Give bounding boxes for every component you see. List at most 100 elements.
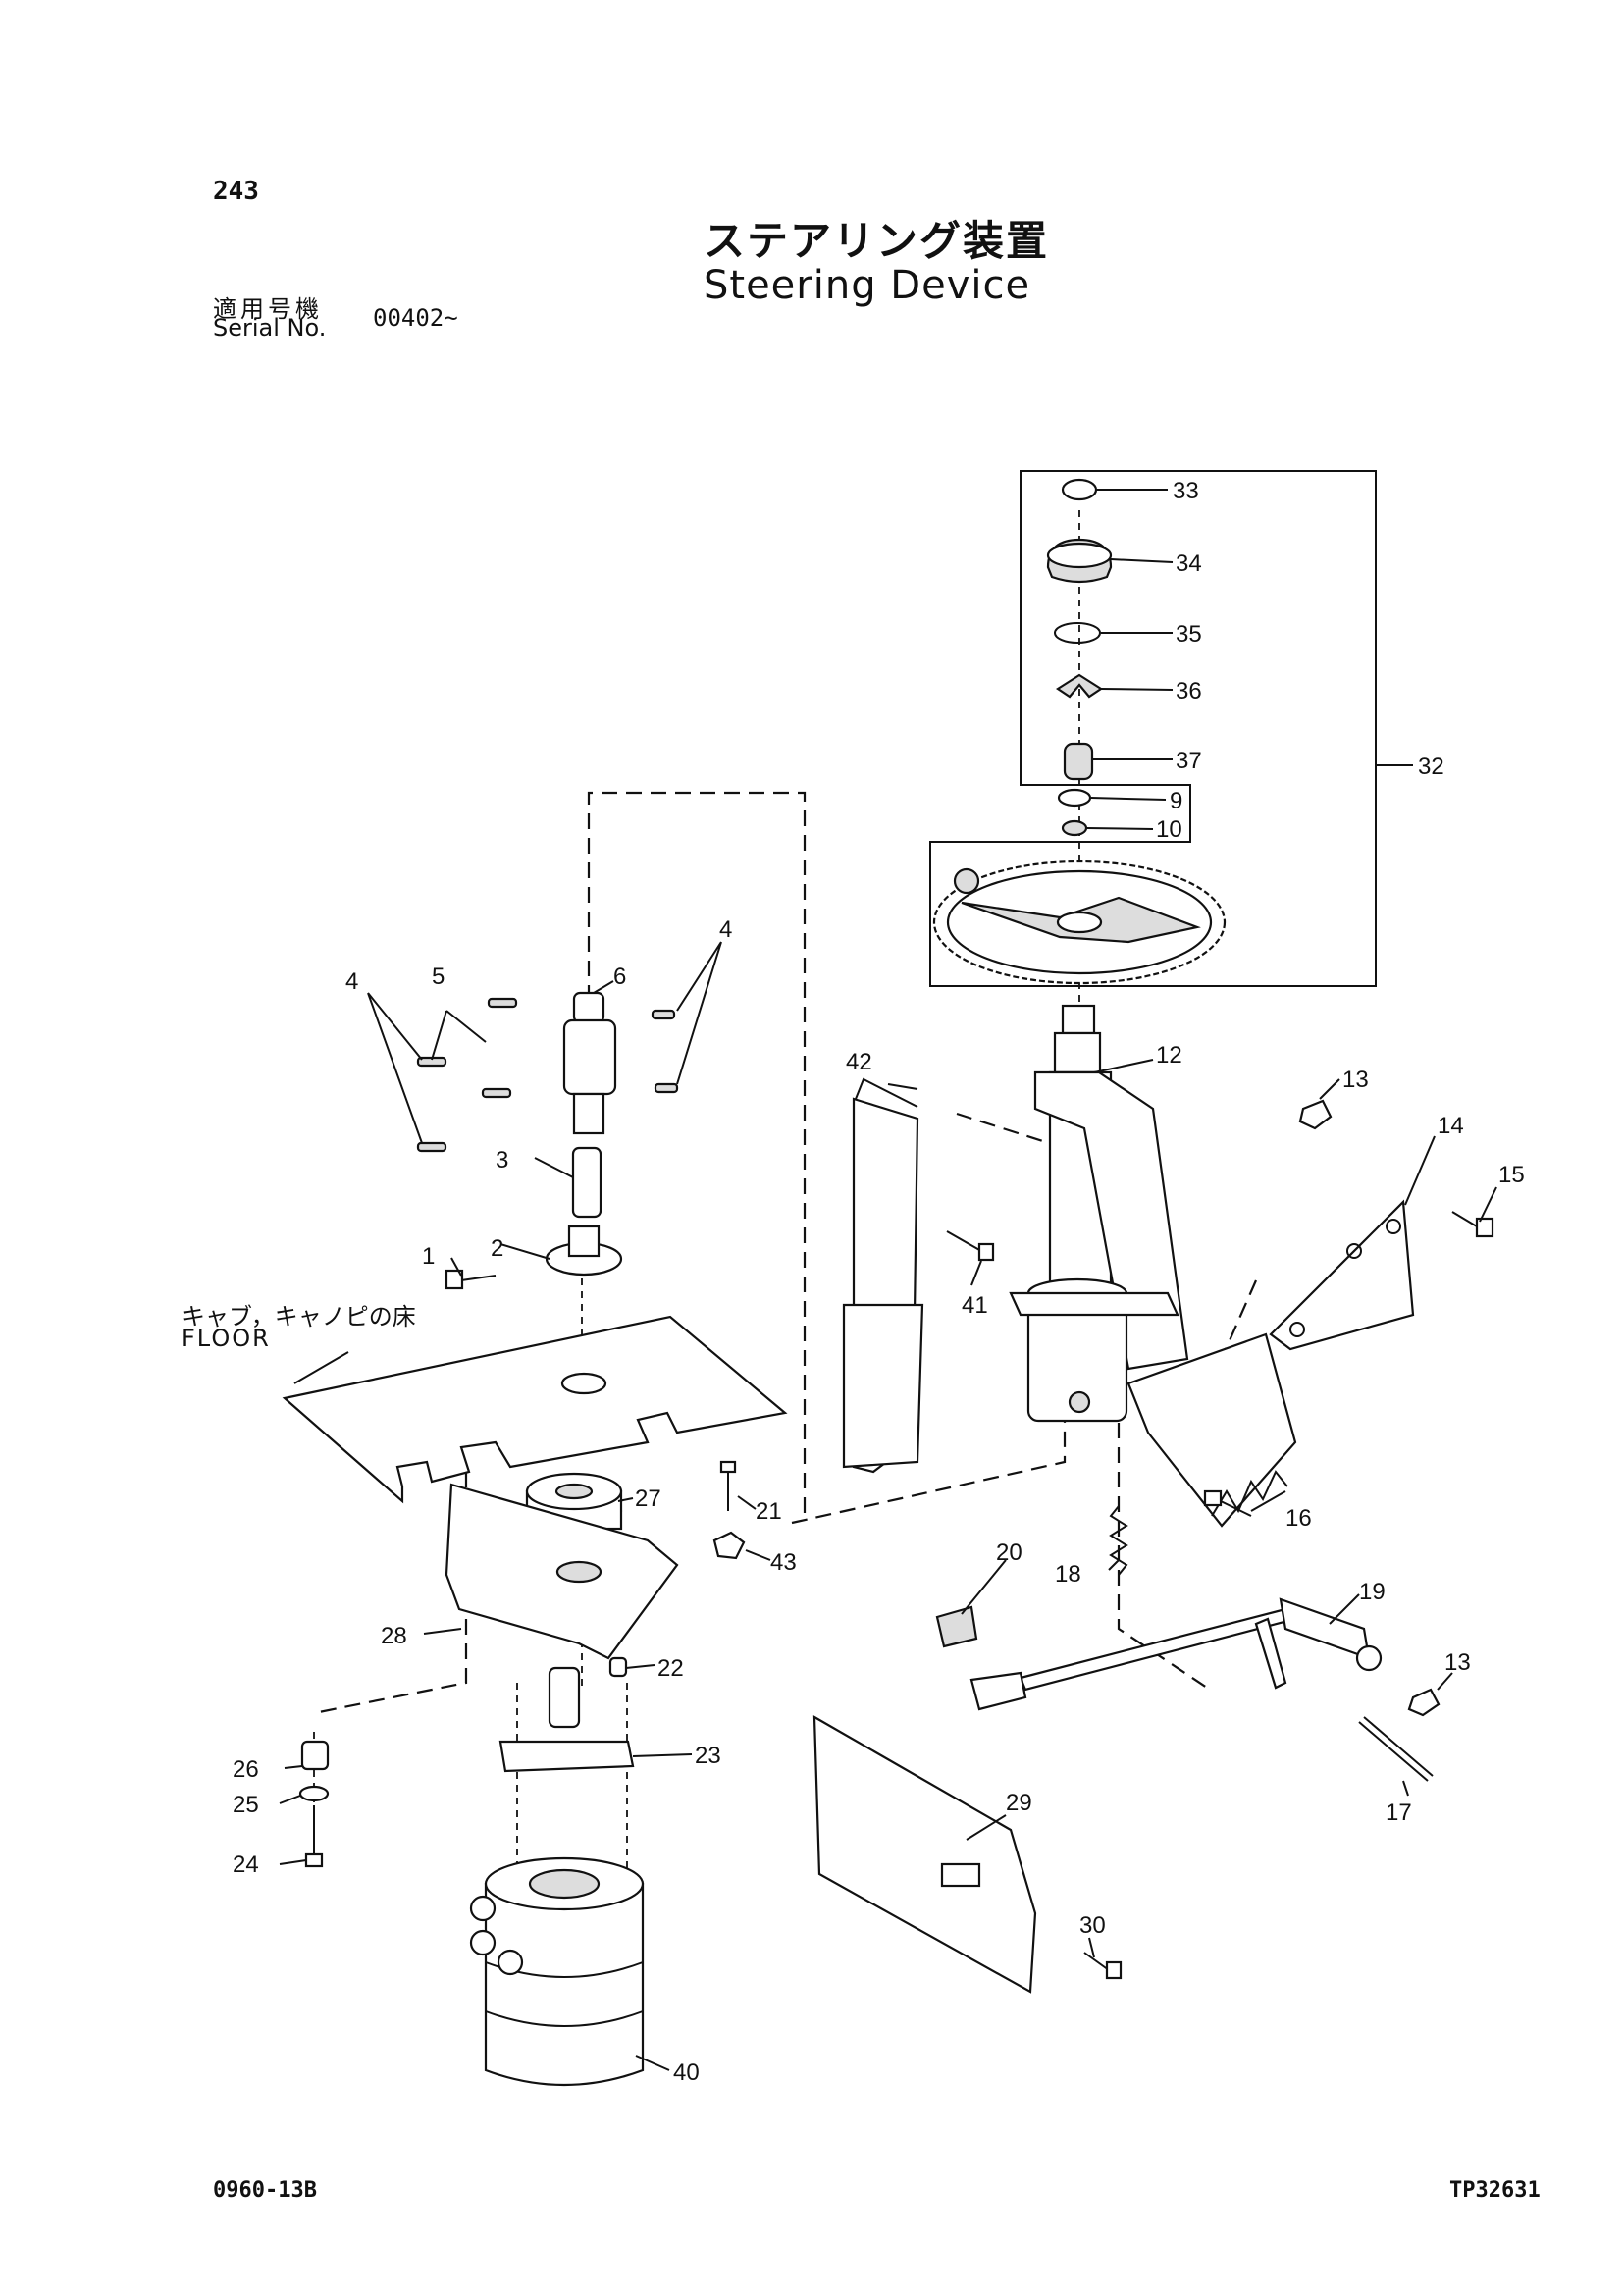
callout-25: 30 [1079,1912,1106,1939]
callout-9: 9 [1170,788,1182,814]
steering-column [1009,1004,1189,1423]
mount-guide-dashed [318,1472,468,1714]
title-english: Steering Device [704,263,1031,308]
callout-19: 19 [1359,1579,1386,1605]
callout-24: 29 [1006,1790,1032,1816]
callout-16: 16 [1285,1505,1312,1532]
bushing-part [1063,742,1094,781]
plate-hole [1289,1322,1305,1337]
callout-23: 23 [695,1743,721,1769]
console-guide-dashed [791,1411,1067,1525]
floor-plate [282,1315,788,1504]
console-cover [842,1077,924,1474]
callout-labels: 33 34 35 36 37 9 10 32 12 6 5 4 4 3 2 1 … [233,478,1525,2086]
callout-14: 14 [1438,1113,1464,1139]
callout-18: 18 [1055,1561,1081,1588]
serial-label-english: Serial No. [213,314,327,341]
callout-29: 27 [635,1486,661,1512]
callout-30: 28 [381,1623,407,1649]
floor-hole [560,1372,607,1395]
bolt-21 [719,1460,737,1511]
cover-top [1046,542,1113,569]
callout-10: 10 [1156,816,1182,843]
steering-wheel-kit-outline [929,470,1377,987]
callout-21: 21 [756,1498,782,1525]
retainer-part [1055,673,1104,699]
callout-1: 1 [422,1243,435,1270]
pedal-lever-19 [1019,1597,1383,1692]
callout-27: 25 [233,1792,259,1818]
callout-13-top: 13 [1342,1067,1369,1093]
serial-label-japanese: 適用号機 [213,295,323,323]
pins-and-rings [416,997,679,1153]
washer-27 [298,1785,330,1802]
callout-41: 41 [962,1292,988,1319]
spring-18 [1109,1505,1128,1576]
nut-13-top [1298,1099,1333,1130]
steering-valve-unit [469,1856,645,2087]
callout-15: 15 [1498,1162,1525,1188]
callout-36: 36 [1176,678,1202,704]
nut-43 [712,1531,746,1560]
steering-wheel [932,860,1227,985]
nut-13-bottom [1407,1688,1441,1717]
bolt-26 [304,1805,324,1868]
callout-2: 2 [491,1235,503,1262]
callout-17: 17 [1386,1799,1412,1826]
callout-5: 5 [432,964,445,990]
pedal-guide-dashed [1117,1279,1258,1689]
callout-33: 33 [1173,478,1199,504]
valve-flange-23 [498,1666,635,1773]
callout-12: 12 [1156,1042,1182,1069]
callout-22: 22 [657,1655,684,1682]
callout-34: 34 [1176,550,1202,577]
bolt-25 [1083,1952,1123,1980]
callout-40: 40 [673,2059,700,2086]
tp-code: TP32631 [1449,2178,1541,2203]
callout-35: 35 [1176,621,1202,648]
bracket-plate [1126,1332,1297,1528]
pedal-end [969,1671,1027,1711]
callout-26: 24 [233,1851,259,1878]
plate-hole [1386,1219,1401,1234]
mounting-plate [1269,1199,1415,1351]
shaft-guide-dashed [587,791,807,1521]
dowel-22 [608,1656,628,1678]
washer-part [1057,788,1092,808]
cap-part [1061,478,1098,501]
bolt-15 [1451,1211,1494,1238]
mount-center-hole [555,1560,602,1584]
callout-43: 43 [770,1549,797,1576]
snap-ring-part [1054,622,1101,644]
universal-joint [562,991,617,1135]
callout-32: 32 [1418,754,1444,780]
pedal-pad-20 [935,1605,978,1648]
callout-leaders [279,489,1497,2071]
bolt-16 [1203,1489,1252,1517]
callout-20: 20 [996,1539,1022,1566]
plate-hole [1346,1243,1362,1259]
bolt-41 [946,1230,995,1262]
title-japanese: ステアリング装置 [704,217,1050,265]
callout-3: 3 [496,1147,508,1173]
nut-part [1061,819,1088,837]
bolt-1 [445,1269,497,1290]
page-number: 243 [213,177,259,206]
callout-6: 6 [613,964,626,990]
callout-37: 37 [1176,748,1202,774]
callout-42: 42 [846,1049,872,1075]
callout-4-right: 4 [719,916,732,943]
side-panel-24 [812,1715,1037,1994]
serial-value: 00402~ [373,304,458,332]
bolt-guide-dashed [313,1683,628,1869]
spacer-28 [300,1740,330,1771]
flange-2 [545,1225,623,1277]
callout-13-bottom: 13 [1444,1649,1471,1676]
floor-label-japanese: キャブ，キャノピの床 [182,1303,416,1330]
callout-28: 26 [233,1756,259,1783]
rod-17 [1358,1716,1434,1782]
document-code: 0960-13B [213,2178,317,2203]
callout-4-left: 4 [345,968,358,995]
floor-label-english: FLOOR [182,1325,271,1352]
